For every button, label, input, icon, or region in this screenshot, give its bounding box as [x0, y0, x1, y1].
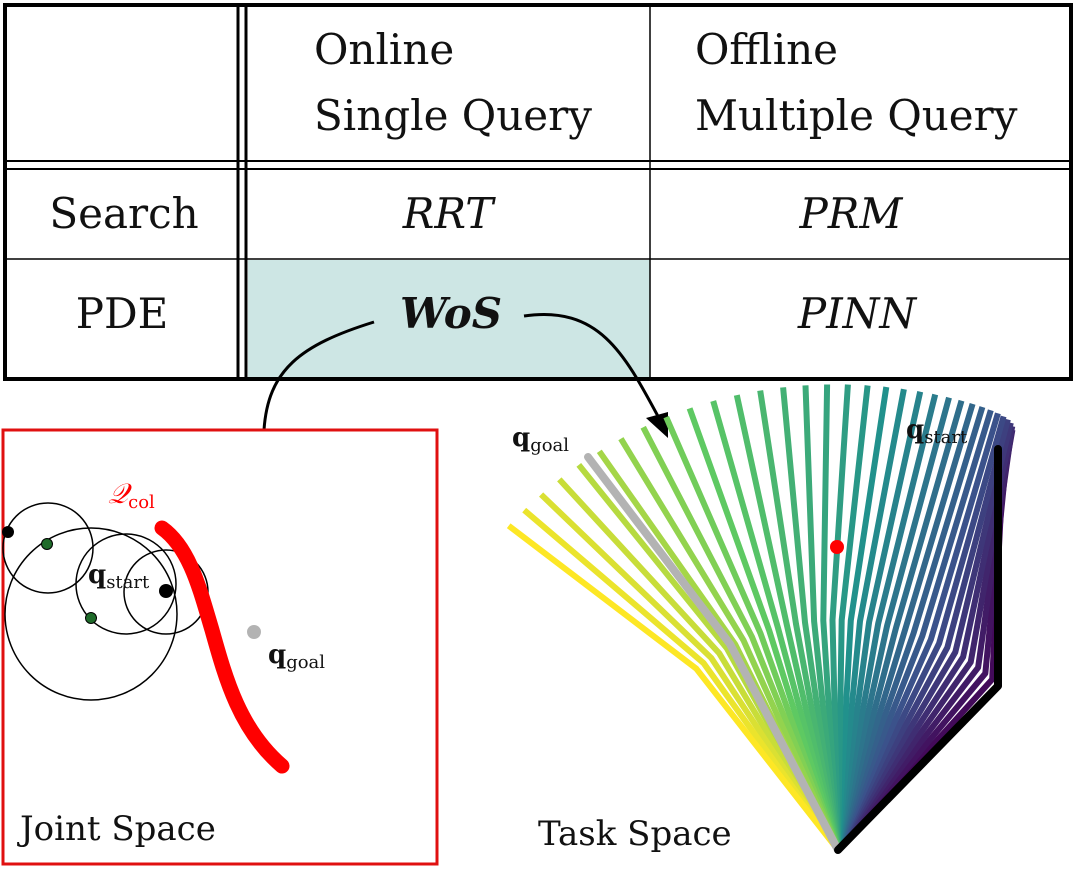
arm-configuration: [835, 409, 994, 852]
walk-point-icon: [85, 612, 97, 624]
arm-configuration: [835, 393, 939, 851]
goal-label: qgoal: [268, 640, 325, 673]
cell-pinn: PINN: [797, 289, 918, 338]
arm-configuration: [640, 425, 841, 852]
goal-arm-configuration: [584, 453, 842, 854]
arm-configuration: [757, 390, 841, 851]
obstacle-label: 𝒬col: [108, 477, 155, 513]
arm-configuration: [539, 492, 841, 852]
row-header-search: Search: [49, 189, 198, 238]
connector-to-joint-space: [262, 320, 375, 431]
obstacle-curve: [154, 520, 290, 774]
task-goal-label: qgoal: [512, 423, 569, 456]
arm-configuration: [835, 385, 871, 851]
column-header-offline: Offline: [695, 25, 838, 74]
arm-configuration: [835, 388, 907, 851]
task-space-panel: qgoal qstart Task Space: [506, 384, 1016, 854]
arm-configuration: [835, 391, 924, 851]
arm-configuration: [835, 415, 1007, 852]
cell-wos: WoS: [400, 289, 502, 338]
cell-rrt: RRT: [402, 189, 497, 238]
arrowhead-icon: [646, 412, 668, 438]
cell-prm: PRM: [799, 189, 904, 238]
sphere-circle: [2, 502, 94, 594]
arm-configuration: [835, 406, 986, 851]
arm-configuration: [780, 387, 841, 851]
connector-to-task-space: [523, 313, 662, 421]
joint-space-caption: Joint Space: [17, 809, 216, 849]
row-header-pde: PDE: [76, 289, 169, 338]
column-header-multiple-query: Multiple Query: [695, 91, 1018, 140]
arm-configuration: [506, 523, 841, 852]
arm-configuration: [820, 384, 841, 851]
sphere-circle: [75, 533, 177, 635]
goal-point-icon: [247, 625, 261, 639]
arm-configuration: [802, 385, 841, 851]
arm-configuration: [829, 384, 851, 851]
arm-configuration: [710, 400, 841, 851]
joint-space-panel: 𝒬col qstart qgoal Joint Space: [1, 428, 439, 866]
arm-configuration: [835, 422, 1014, 852]
joint-space-border: [1, 428, 439, 866]
walk-point-icon: [2, 526, 14, 538]
arm-configuration: [522, 507, 841, 852]
arm-configuration: [557, 477, 841, 852]
arm-configuration: [618, 437, 841, 852]
arm-configuration: [733, 394, 841, 851]
sphere-circle: [4, 527, 178, 701]
start-point-icon: [159, 584, 173, 598]
walk-point-icon: [41, 538, 53, 550]
arm-configuration: [663, 415, 841, 852]
method-table: Online Single Query Offline Multiple Que…: [3, 3, 1073, 381]
start-label: qstart: [88, 560, 150, 593]
wos-cell-highlight: [248, 260, 650, 378]
arm-trajectory-fan: [506, 384, 1016, 853]
arm-configuration: [835, 396, 952, 851]
task-obstacle-icon: [830, 540, 844, 554]
start-arm-configuration: [834, 445, 1002, 854]
task-start-label: qstart: [906, 415, 968, 448]
arm-configuration: [835, 412, 1001, 852]
arm-configuration: [835, 418, 1011, 852]
arm-configuration: [835, 403, 976, 851]
arm-configuration: [835, 386, 890, 851]
table-border: [3, 3, 1073, 381]
column-header-single-query: Single Query: [314, 91, 592, 140]
task-space-caption: Task Space: [538, 814, 732, 854]
arm-configuration: [835, 399, 965, 851]
arm-configuration: [686, 407, 841, 851]
column-header-online: Online: [314, 25, 454, 74]
